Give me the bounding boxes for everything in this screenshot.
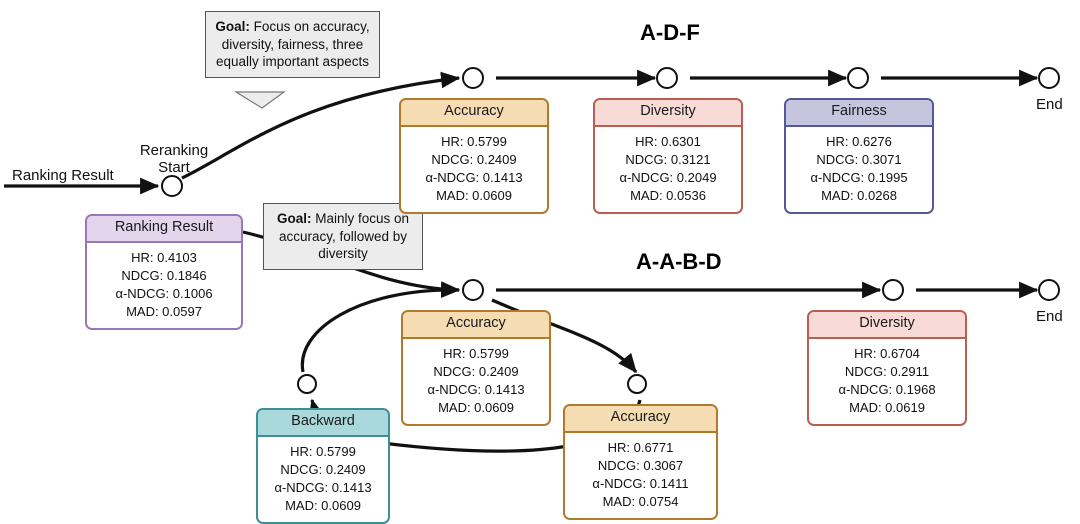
end-label-top: End (1036, 96, 1063, 113)
metric-ndcg: NDCG: 0.2409 (280, 461, 366, 477)
card-metrics: HR: 0.6301 NDCG: 0.3121 α-NDCG: 0.2049 M… (595, 127, 741, 212)
node-loop-right[interactable] (627, 374, 647, 394)
card-title: Diversity (595, 100, 741, 127)
end-label-bottom: End (1036, 308, 1063, 325)
metric-ndcg: NDCG: 0.2409 (433, 363, 519, 379)
card-top-fairness[interactable]: Fairness HR: 0.6276 NDCG: 0.3071 α-NDCG:… (784, 98, 934, 214)
goal-callout-bottom: Goal: Mainly focus on accuracy, followed… (263, 203, 423, 270)
node-top-1[interactable] (462, 67, 484, 89)
card-bottom-accuracy-2[interactable]: Accuracy HR: 0.6771 NDCG: 0.3067 α-NDCG:… (563, 404, 718, 520)
node-bottom-end[interactable] (1038, 279, 1060, 301)
metric-ndcg: NDCG: 0.3067 (597, 457, 684, 473)
metric-andcg: α-NDCG: 0.2049 (619, 169, 717, 185)
metric-mad: MAD: 0.0597 (126, 303, 202, 319)
metric-hr: HR: 0.5799 (441, 133, 507, 149)
card-bottom-accuracy-1[interactable]: Accuracy HR: 0.5799 NDCG: 0.2409 α-NDCG:… (401, 310, 551, 426)
card-backward[interactable]: Backward HR: 0.5799 NDCG: 0.2409 α-NDCG:… (256, 408, 390, 524)
card-title: Accuracy (565, 406, 716, 433)
card-title: Backward (258, 410, 388, 437)
metric-hr: HR: 0.6301 (635, 133, 701, 149)
goal-callout-top-prefix: Goal: (215, 19, 250, 34)
node-bottom-2[interactable] (882, 279, 904, 301)
metric-ndcg: NDCG: 0.3071 (816, 151, 902, 167)
metric-hr: HR: 0.5799 (443, 345, 509, 361)
card-title: Fairness (786, 100, 932, 127)
diagram-canvas: Ranking Result Reranking Start A-D-F A-A… (4, 11, 1063, 524)
entry-label: Ranking Result (12, 167, 114, 184)
start-node-label-line2: Start (158, 158, 190, 176)
metric-ndcg: NDCG: 0.2911 (844, 363, 930, 379)
node-reranking-start[interactable] (161, 175, 183, 197)
metric-mad: MAD: 0.0536 (630, 187, 706, 203)
node-top-3[interactable] (847, 67, 869, 89)
metric-mad: MAD: 0.0609 (285, 497, 361, 513)
card-top-diversity[interactable]: Diversity HR: 0.6301 NDCG: 0.3121 α-NDCG… (593, 98, 743, 214)
metric-andcg: α-NDCG: 0.1995 (810, 169, 908, 185)
metric-andcg: α-NDCG: 0.1413 (274, 479, 372, 495)
node-top-2[interactable] (656, 67, 678, 89)
card-title: Accuracy (403, 312, 549, 339)
title-top: A-D-F (640, 20, 700, 45)
metric-mad: MAD: 0.0754 (602, 493, 679, 509)
metric-mad: MAD: 0.0268 (821, 187, 897, 203)
card-top-accuracy[interactable]: Accuracy HR: 0.5799 NDCG: 0.2409 α-NDCG:… (399, 98, 549, 214)
card-metrics: HR: 0.6276 NDCG: 0.3071 α-NDCG: 0.1995 M… (786, 127, 932, 212)
card-metrics: HR: 0.6704 NDCG: 0.2911 α-NDCG: 0.1968 M… (809, 339, 965, 424)
metric-andcg: α-NDCG: 0.1411 (592, 475, 689, 491)
metric-mad: MAD: 0.0619 (849, 399, 925, 415)
card-title: Accuracy (401, 100, 547, 127)
metric-ndcg: NDCG: 0.1846 (121, 267, 207, 283)
card-ranking-result[interactable]: Ranking Result HR: 0.4103 NDCG: 0.1846 α… (85, 214, 243, 330)
goal-callout-bottom-text: Mainly focus on accuracy, followed by di… (278, 211, 410, 262)
metric-andcg: α-NDCG: 0.1413 (427, 381, 525, 397)
metric-mad: MAD: 0.0609 (436, 187, 512, 203)
metric-hr: HR: 0.6704 (854, 345, 920, 361)
card-title: Diversity (809, 312, 965, 339)
card-metrics: HR: 0.5799 NDCG: 0.2409 α-NDCG: 0.1413 M… (403, 339, 549, 424)
card-metrics: HR: 0.5799 NDCG: 0.2409 α-NDCG: 0.1413 M… (401, 127, 547, 212)
goal-callout-bottom-prefix: Goal: (276, 211, 312, 226)
start-node-label-line1: Reranking (139, 142, 209, 159)
metric-hr: HR: 0.6771 (607, 439, 674, 455)
card-bottom-diversity[interactable]: Diversity HR: 0.6704 NDCG: 0.2911 α-NDCG… (807, 310, 967, 426)
title-bottom: A-A-B-D (636, 249, 722, 274)
start-node-label: Reranking Start (126, 142, 222, 177)
goal-callout-top: Goal: Focus on accuracy, diversity, fair… (205, 11, 380, 78)
card-metrics: HR: 0.6771 NDCG: 0.3067 α-NDCG: 0.1411 M… (565, 433, 716, 518)
node-top-end[interactable] (1038, 67, 1060, 89)
metric-hr: HR: 0.5799 (290, 443, 356, 459)
metric-andcg: α-NDCG: 0.1413 (425, 169, 523, 185)
metric-ndcg: NDCG: 0.2409 (431, 151, 517, 167)
metric-andcg: α-NDCG: 0.1968 (838, 381, 936, 397)
goal-callout-top-text: Focus on accuracy, diversity, fairness, … (215, 19, 370, 70)
node-loop-left[interactable] (297, 374, 317, 394)
card-metrics: HR: 0.4103 NDCG: 0.1846 α-NDCG: 0.1006 M… (87, 243, 241, 328)
metric-ndcg: NDCG: 0.3121 (625, 151, 711, 167)
node-bottom-1[interactable] (462, 279, 484, 301)
card-metrics: HR: 0.5799 NDCG: 0.2409 α-NDCG: 0.1413 M… (258, 437, 388, 522)
metric-hr: HR: 0.6276 (826, 133, 892, 149)
metric-andcg: α-NDCG: 0.1006 (115, 285, 213, 301)
metric-mad: MAD: 0.0609 (438, 399, 514, 415)
card-title: Ranking Result (87, 216, 241, 243)
callout-tail-top (233, 91, 286, 109)
metric-hr: HR: 0.4103 (131, 249, 197, 265)
